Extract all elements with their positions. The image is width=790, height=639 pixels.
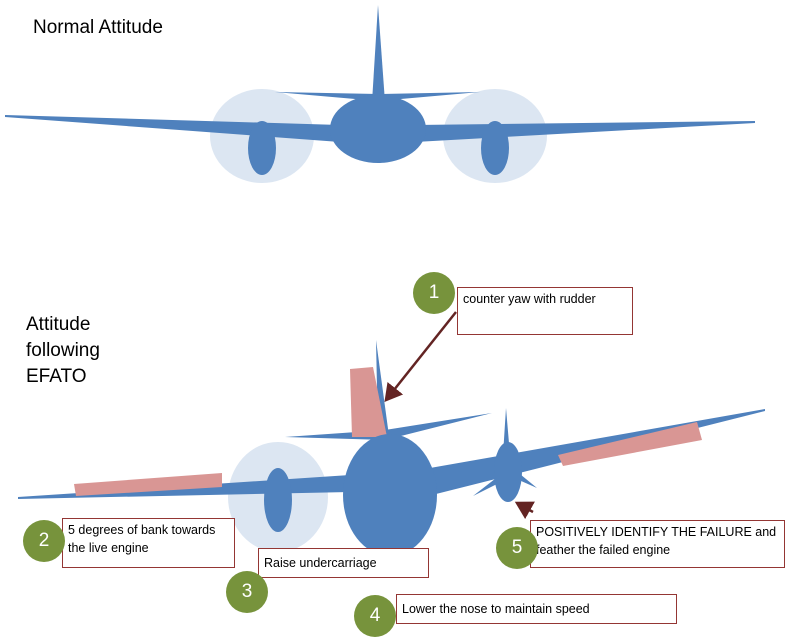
normal-aircraft xyxy=(5,5,755,183)
step-1-badge: 1 xyxy=(413,272,455,314)
step-5-box: POSITIVELY IDENTIFY THE FAILURE and feat… xyxy=(530,520,785,568)
step-2-box: 5 degrees of bank towards the live engin… xyxy=(62,518,235,568)
step-1-box: counter yaw with rudder xyxy=(457,287,633,335)
rudder-deflected xyxy=(350,367,387,437)
fin xyxy=(372,5,385,102)
step-3-box: Raise undercarriage xyxy=(258,548,429,578)
right-nacelle xyxy=(481,121,509,175)
step-4-box: Lower the nose to maintain speed xyxy=(396,594,677,624)
efato-aircraft xyxy=(18,340,765,556)
arrow-to-rudder xyxy=(384,311,457,402)
step-4-badge: 4 xyxy=(354,595,396,637)
normal-attitude-title: Normal Attitude xyxy=(33,17,163,38)
right-aileron xyxy=(558,422,702,466)
step-2-badge: 2 xyxy=(23,520,65,562)
step-3-badge: 3 xyxy=(226,571,268,613)
fuselage xyxy=(330,95,426,163)
left-nacelle xyxy=(248,121,276,175)
live-nacelle xyxy=(264,468,292,532)
fuselage-banked xyxy=(343,434,437,556)
efato-attitude-title: Attitude following EFATO xyxy=(26,314,100,387)
step-5-badge: 5 xyxy=(496,527,538,569)
arrow-to-failed-engine xyxy=(514,501,535,520)
left-aileron xyxy=(74,473,222,496)
failed-nacelle xyxy=(494,442,522,502)
